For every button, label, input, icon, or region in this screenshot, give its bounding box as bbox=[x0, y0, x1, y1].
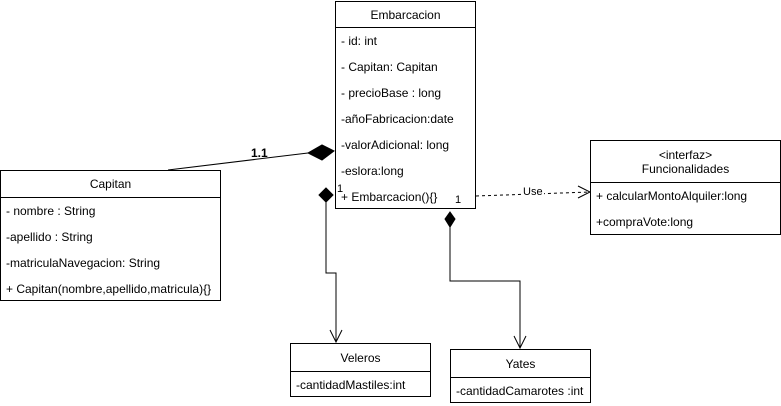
embarcacion-attribute: - id: int bbox=[341, 34, 378, 48]
composition-diamond-capitan bbox=[306, 144, 335, 161]
association-line-veleros bbox=[325, 202, 337, 342]
class-capitan[interactable]: Capitan - nombre : String -apellido : St… bbox=[0, 170, 221, 301]
dependency-use-label: Use bbox=[522, 186, 544, 198]
dependency-line-use bbox=[475, 191, 591, 197]
capitan-attribute: - nombre : String bbox=[6, 204, 96, 218]
composition-diamond-veleros bbox=[318, 187, 334, 203]
composition-line-capitan bbox=[167, 152, 309, 171]
embarcacion-attribute: - Capitan: Capitan bbox=[341, 60, 438, 74]
class-capitan-header: Capitan bbox=[1, 171, 220, 198]
embarcacion-operation: + Embarcacion(){} bbox=[341, 190, 438, 204]
veleros-attribute: -cantidadMastiles:int bbox=[296, 378, 406, 392]
capitan-operation: + Capitan(nombre,apellido,matricula){} bbox=[6, 282, 212, 296]
yates-attribute: -cantidadCamarotes :int bbox=[456, 384, 584, 398]
capitan-attribute: -apellido : String bbox=[6, 230, 93, 244]
capitan-attribute: -matriculaNavegacion: String bbox=[6, 256, 161, 270]
embarcacion-attribute: - precioBase : long bbox=[341, 86, 442, 100]
class-yates-name: Yates bbox=[505, 356, 536, 371]
interface-funcionalidades-header: <interfaz> Funcionalidades bbox=[591, 141, 780, 183]
funcionalidades-operation: + calcularMontoAlquiler:long bbox=[596, 189, 748, 203]
multiplicity-veleros: 1 bbox=[337, 183, 344, 195]
class-yates[interactable]: Yates -cantidadCamarotes :int bbox=[450, 349, 591, 403]
class-yates-header: Yates bbox=[451, 350, 590, 378]
arrowhead-yates bbox=[513, 335, 527, 350]
embarcacion-attribute: -añoFabricacion:date bbox=[341, 112, 454, 126]
class-veleros[interactable]: Veleros -cantidadMastiles:int bbox=[290, 343, 431, 397]
composition-diamond-yates bbox=[444, 211, 456, 228]
class-embarcacion-header: Embarcacion bbox=[336, 2, 475, 28]
arrowhead-veleros bbox=[329, 329, 343, 344]
class-embarcacion-name: Embarcacion bbox=[370, 7, 441, 22]
interface-stereotype: <interfaz> bbox=[658, 147, 713, 162]
embarcacion-attribute: -valorAdicional: long bbox=[341, 138, 450, 152]
association-line-yates bbox=[449, 225, 521, 348]
interface-funcionalidades[interactable]: <interfaz> Funcionalidades + calcularMon… bbox=[590, 140, 781, 235]
class-capitan-name: Capitan bbox=[89, 177, 132, 191]
interface-funcionalidades-name: Funcionalidades bbox=[641, 161, 730, 176]
embarcacion-attribute: -eslora:long bbox=[341, 164, 404, 178]
class-veleros-header: Veleros bbox=[291, 344, 430, 372]
class-embarcacion[interactable]: Embarcacion - id: int - Capitan: Capitan… bbox=[335, 1, 476, 209]
multiplicity-capitan: 1.1 bbox=[251, 146, 268, 160]
funcionalidades-operation: +compraVote:long bbox=[596, 215, 694, 229]
multiplicity-use-source: 1 bbox=[455, 194, 462, 206]
class-veleros-name: Veleros bbox=[340, 350, 381, 365]
